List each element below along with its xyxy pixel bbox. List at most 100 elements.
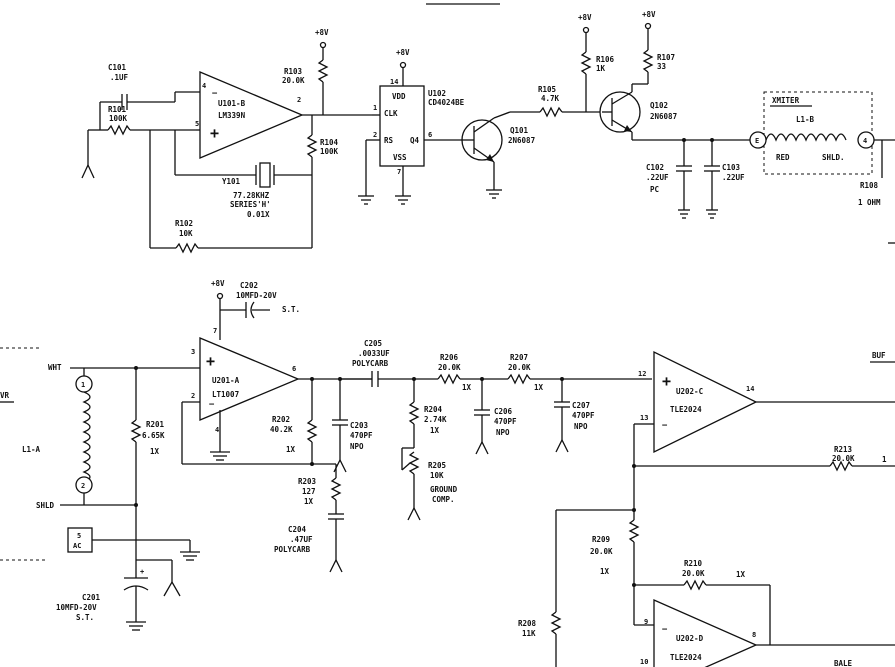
rx-coil: L1-A xyxy=(22,445,41,454)
c201-value: 10MFD-20V xyxy=(56,603,97,612)
r206-tol: 1X xyxy=(462,383,472,392)
transistor-q101: Q101 2N6087 xyxy=(460,111,535,199)
capacitor-c202: +8V C202 10MFD-20V S.T. xyxy=(211,279,300,340)
u101-pin-out: 2 xyxy=(297,96,301,104)
r202-tol: 1X xyxy=(286,445,296,454)
r107-ref: R107 xyxy=(657,53,675,62)
c103-ref: C103 xyxy=(722,163,741,172)
resistor-r101: R101 100K xyxy=(100,105,196,136)
u101-ref: U101-B xyxy=(218,99,246,108)
r203-value: 127 xyxy=(302,487,316,496)
crystal-y101: Y101 77.28KHZ SERIES'H' 0.01X xyxy=(174,130,312,219)
r107-value: 33 xyxy=(657,62,667,71)
capacitor-c204: C204 .47UF POLYCARB xyxy=(274,513,344,573)
supply-label-2: +8V xyxy=(396,48,410,57)
rx-lead: WHT xyxy=(48,363,62,372)
rx-fragment: VR xyxy=(0,391,10,400)
c207-type: NPO xyxy=(574,422,588,431)
c205-type: POLYCARB xyxy=(352,359,389,368)
r213-value: 20.0K xyxy=(832,454,855,463)
svg-text:13: 13 xyxy=(640,414,648,422)
c102-ref: C102 xyxy=(646,163,664,172)
supply-label-1: +8V xyxy=(315,28,329,37)
capacitor-c207: C207 470PF NPO xyxy=(554,377,595,453)
r210-tol: 1X xyxy=(736,570,746,579)
r213-ref: R213 xyxy=(834,445,853,454)
r204-value: 2.74K xyxy=(424,415,447,424)
c203-value: 470PF xyxy=(350,431,373,440)
resistor-r208: R208 11K xyxy=(518,510,562,667)
receiver-coil: VR WHT 1 2 L1-A SHLD 5 AC xyxy=(0,347,200,561)
resistor-r107: +8V R107 33 xyxy=(632,10,675,85)
svg-text:4: 4 xyxy=(215,426,219,434)
capacitor-c201: + C201 10MFD-20V S.T. xyxy=(56,559,181,631)
svg-text:−: − xyxy=(662,625,668,635)
u101-pin-minus: 4 xyxy=(202,82,206,90)
r104-ref: R104 xyxy=(320,138,339,147)
c202-value: 10MFD-20V xyxy=(236,291,277,300)
resistor-r204: R204 2.74K 1X xyxy=(408,377,447,448)
r202-ref: R202 xyxy=(272,415,290,424)
r204-tol: 1X xyxy=(430,426,440,435)
r206-value: 20.0K xyxy=(438,363,461,372)
c204-value: .47UF xyxy=(290,535,313,544)
svg-text:5: 5 xyxy=(77,532,81,540)
edge-buf: BUF xyxy=(872,351,886,360)
resistor-r202: R202 40.2K 1X xyxy=(181,377,318,466)
u202d-part: TLE2024 xyxy=(670,653,702,662)
opamp-u202c: + − U202-C TLE2024 12 13 14 BUF xyxy=(638,350,895,454)
r204-ref: R204 xyxy=(424,405,443,414)
c206-ref: C206 xyxy=(494,407,513,416)
c206-type: NPO xyxy=(496,428,510,437)
r106-ref: R106 xyxy=(596,55,615,64)
svg-text:E: E xyxy=(755,137,759,145)
svg-text:Q4: Q4 xyxy=(410,136,420,145)
input-ground xyxy=(81,102,101,179)
svg-text:12: 12 xyxy=(638,370,646,378)
r207-value: 20.0K xyxy=(508,363,531,372)
r201-ref: R201 xyxy=(146,420,165,429)
svg-text:7: 7 xyxy=(213,327,217,335)
r209-ref: R209 xyxy=(592,535,611,544)
q101-part: 2N6087 xyxy=(508,136,535,145)
svg-text:2: 2 xyxy=(81,482,85,490)
svg-text:CLK: CLK xyxy=(384,109,398,118)
resistor-r210: R210 20.0K 1X xyxy=(632,559,770,591)
r104-value: 100K xyxy=(320,147,339,156)
emitter-network: C102 .22UF PC C103 .22UF xyxy=(632,138,750,219)
rx-shld: SHLD xyxy=(36,501,55,510)
u101-pin-plus: 5 xyxy=(195,120,199,128)
svg-text:+: + xyxy=(662,372,671,390)
r206-ref: R206 xyxy=(440,353,459,362)
r105-value: 4.7K xyxy=(541,94,560,103)
u202c-ref: U202-C xyxy=(676,387,703,396)
resistor-r106: +8V R106 1K xyxy=(578,13,615,112)
capacitor-c205: C205 .0033UF POLYCARB xyxy=(340,339,438,387)
r210-value: 20.0K xyxy=(682,569,705,578)
r205-note2: COMP. xyxy=(432,495,455,504)
r205-note1: GROUND xyxy=(430,485,458,494)
c203-type: NPO xyxy=(350,442,364,451)
r202-value: 40.2K xyxy=(270,425,293,434)
c102-type: PC xyxy=(650,185,659,194)
c204-ref: C204 xyxy=(288,525,307,534)
q102-ref: Q102 xyxy=(650,101,668,110)
edge-bottom: BALE xyxy=(834,659,853,667)
svg-text:1: 1 xyxy=(81,381,85,389)
capacitor-c101: C101 .1UF xyxy=(100,63,175,110)
resistor-r104: R104 100K xyxy=(306,115,339,168)
resistor-r201: R201 6.65K 1X xyxy=(130,366,165,578)
r103-ref: R103 xyxy=(284,67,303,76)
c205-value: .0033UF xyxy=(358,349,390,358)
c101-value: .1UF xyxy=(110,73,129,82)
xmtr-label: XMITER xyxy=(772,96,800,105)
r208-value: 11K xyxy=(522,629,536,638)
r101-ref: R101 xyxy=(108,105,127,114)
resistor-r213: R213 20.0K 1 xyxy=(632,423,895,520)
opamp-u202d: − U202-D TLE2024 9 10 8 BALE xyxy=(634,585,895,667)
svg-text:VSS: VSS xyxy=(393,153,407,162)
svg-text:−: − xyxy=(209,400,215,410)
c207-ref: C207 xyxy=(572,401,590,410)
svg-text:+: + xyxy=(206,352,215,370)
